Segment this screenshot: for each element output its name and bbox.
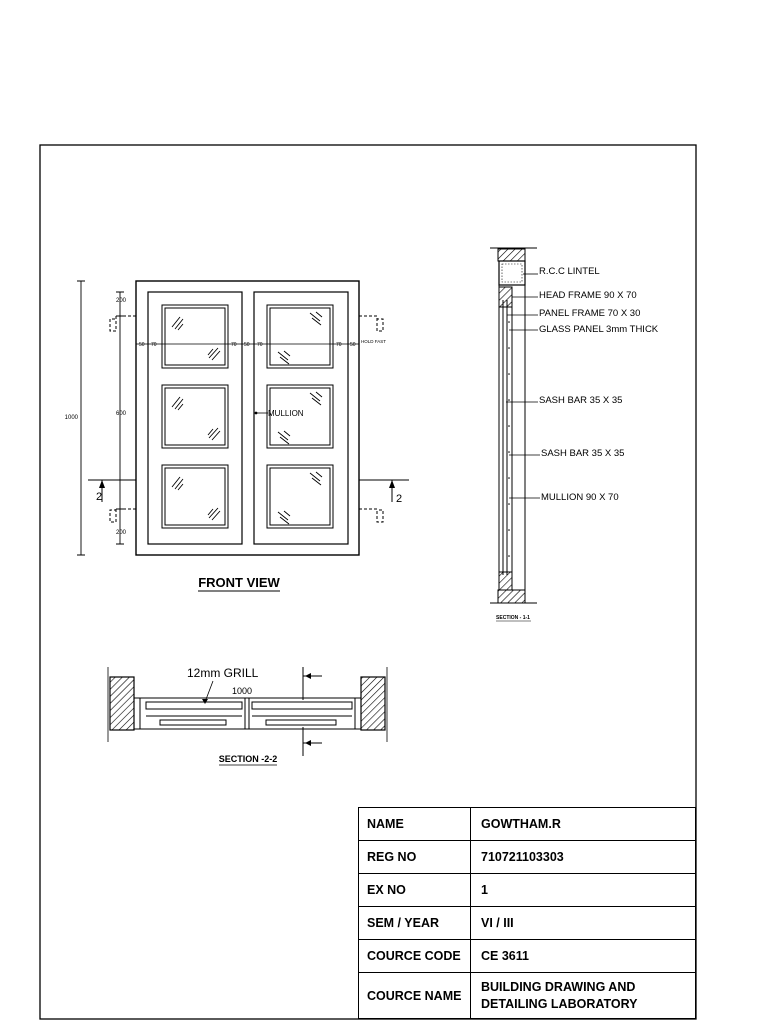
title-key: SEM / YEAR (358, 906, 471, 940)
title-row-sem-year: SEM / YEAR VI / III (358, 906, 696, 940)
section-1-1-text: R.C.C LINTEL HEAD FRAME 90 X 70 PANEL FR… (496, 266, 659, 622)
left-wall (109, 676, 135, 731)
section-2-2-width: 1000 (232, 686, 252, 696)
window-outer-frame (135, 280, 360, 556)
title-key: REG NO (358, 840, 471, 874)
front-view-text: 1000 200 600 200 50 70 70 50 70 70 50 HO… (65, 298, 402, 592)
mullion-label: MULLION (268, 409, 304, 418)
dim-70-c: 70 (257, 342, 263, 348)
right-wall (360, 676, 386, 731)
title-key: COURCE NAME (358, 972, 471, 1019)
vertical-dimensions (77, 280, 124, 556)
dim-mid-600: 600 (116, 411, 127, 417)
dim-overall-height: 1000 (65, 415, 79, 421)
title-value: CE 3611 (470, 939, 696, 973)
title-block: NAME GOWTHAM.R REG NO 710721103303 EX NO… (358, 807, 696, 1019)
section-2-2 (107, 667, 388, 756)
section-2-2-title: SECTION -2-2 (219, 754, 278, 764)
section-mark-right: 2 (396, 493, 402, 505)
title-value: 710721103303 (470, 840, 696, 874)
label-rcc-lintel: R.C.C LINTEL (539, 266, 600, 277)
lintel-top-hatch (497, 248, 526, 262)
title-key: COURCE CODE (358, 939, 471, 973)
dim-50-left: 50 (139, 342, 145, 348)
dim-50-mid: 50 (244, 342, 250, 348)
section-1-1-title: SECTION - 1-1 (496, 615, 530, 621)
glass-reflection-marks (171, 311, 323, 525)
title-value: BUILDING DRAWING AND DETAILING LABORATOR… (470, 972, 696, 1019)
grill-label: 12mm GRILL (187, 666, 259, 680)
title-row-name: NAME GOWTHAM.R (358, 807, 696, 841)
title-row-ex-no: EX NO 1 (358, 873, 696, 907)
title-key: NAME (358, 807, 471, 841)
dim-top-200: 200 (116, 298, 127, 304)
bottom-hatch (497, 589, 526, 604)
label-glass-panel: GLASS PANEL 3mm THICK (539, 324, 659, 335)
title-row-course-name: COURCE NAME BUILDING DRAWING AND DETAILI… (358, 972, 696, 1019)
glass-panel-dots (508, 321, 510, 557)
section-1-1 (490, 247, 540, 604)
dim-bottom-200: 200 (116, 530, 127, 536)
left-shutter (147, 291, 243, 545)
label-head-frame: HEAD FRAME 90 X 70 (539, 290, 637, 301)
label-mullion: MULLION 90 X 70 (541, 492, 619, 503)
dim-70-a: 70 (151, 342, 157, 348)
title-value: GOWTHAM.R (470, 807, 696, 841)
front-view-title: FRONT VIEW (198, 575, 280, 590)
horizontal-dimension-chain (135, 341, 360, 347)
title-row-reg-no: REG NO 710721103303 (358, 840, 696, 874)
section-mark-left: 2 (96, 491, 102, 503)
section-members (498, 285, 526, 590)
head-frame (498, 286, 513, 308)
dim-70-b: 70 (231, 342, 237, 348)
title-value: VI / III (470, 906, 696, 940)
rcc-lintel (498, 260, 526, 286)
section-2-2-frame (134, 697, 361, 730)
right-shutter (253, 291, 349, 545)
title-row-course-code: COURCE CODE CE 3611 (358, 939, 696, 973)
section-1-1-leaders (506, 273, 540, 499)
hold-fast-label: HOLD FAST (361, 339, 386, 344)
sill-frame (498, 571, 513, 591)
right-glass-panes (266, 304, 334, 529)
sheet-border (39, 144, 697, 1020)
dim-70-d: 70 (336, 342, 342, 348)
label-panel-frame: PANEL FRAME 70 X 30 (539, 308, 640, 319)
dim-50-right: 50 (350, 342, 356, 348)
label-sash-bar-1: SASH BAR 35 X 35 (539, 395, 622, 406)
left-glass-panes (161, 304, 229, 529)
title-key: EX NO (358, 873, 471, 907)
section-2-2-text: 12mm GRILL 1000 SECTION -2-2 (187, 666, 278, 766)
title-value: 1 (470, 873, 696, 907)
front-view (77, 280, 409, 556)
label-sash-bar-2: SASH BAR 35 X 35 (541, 448, 624, 459)
